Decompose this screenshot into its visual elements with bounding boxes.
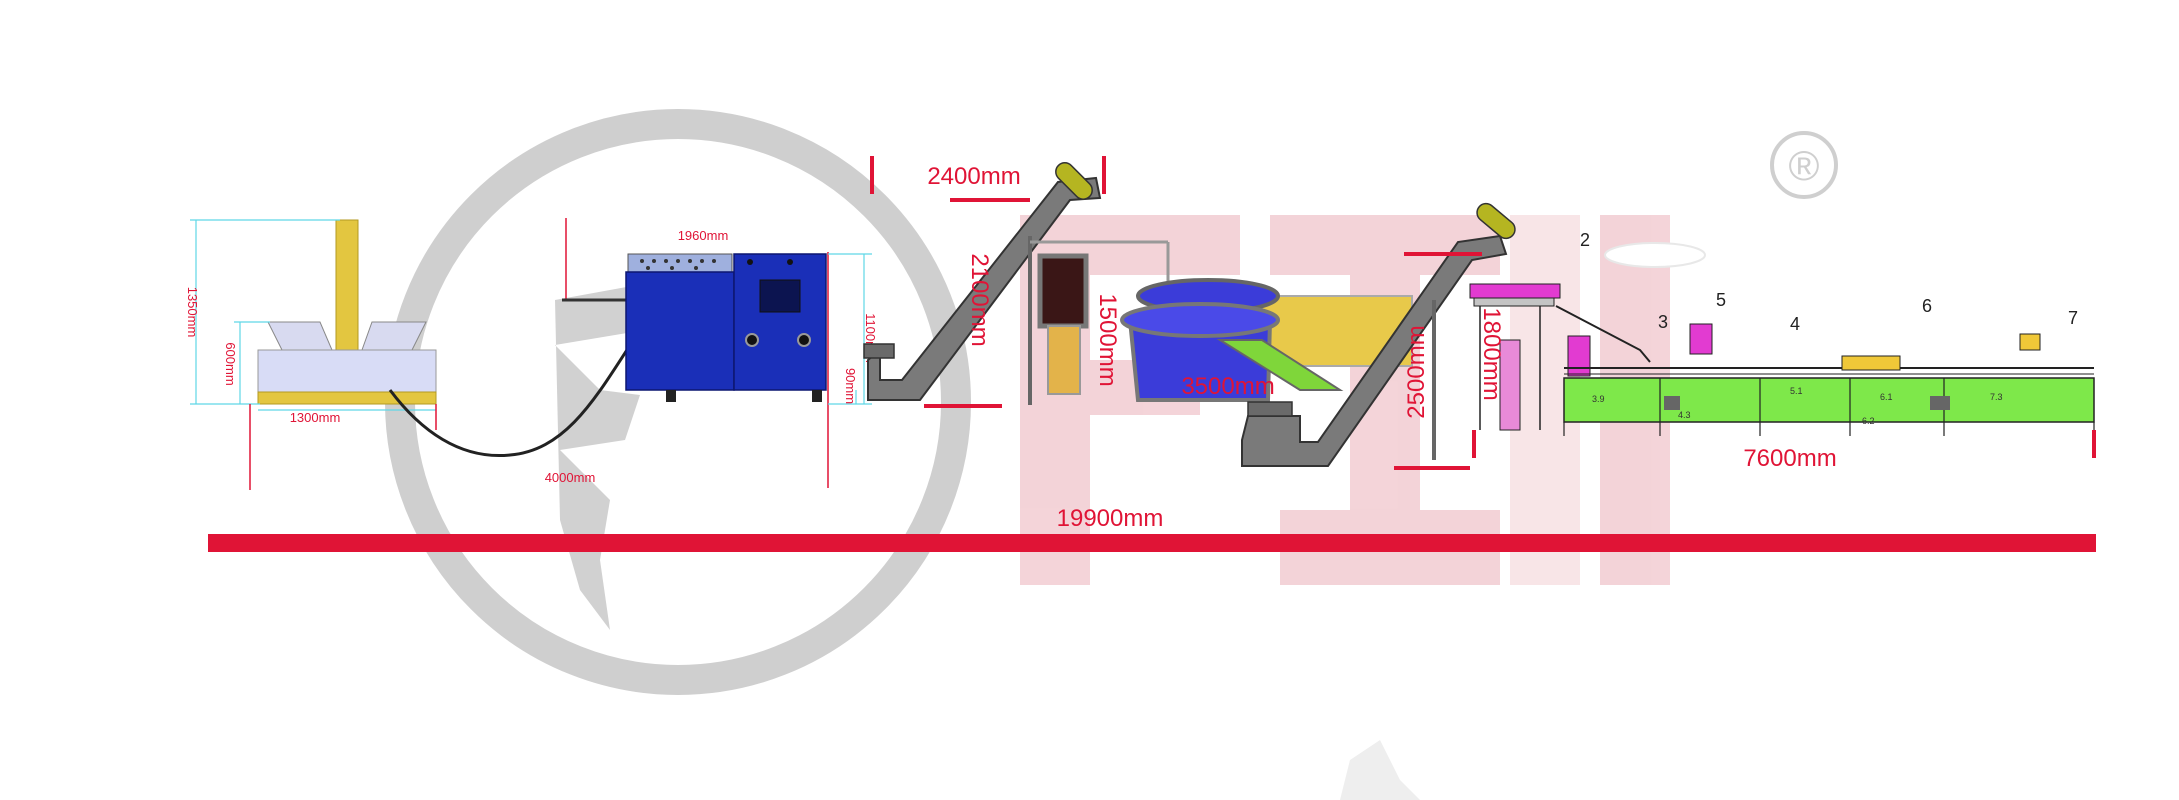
svg-text:3.9: 3.9 xyxy=(1592,394,1605,404)
svg-text:4.3: 4.3 xyxy=(1678,410,1691,420)
svg-text:6.2: 6.2 xyxy=(1862,416,1875,426)
furnace-door xyxy=(759,279,801,313)
dim-hose: 4000mm xyxy=(545,470,596,485)
callout-5: 5 xyxy=(1716,290,1726,310)
assembly-line: 3.9 4.3 5.1 6.1 7.3 6.2 2 3 4 5 6 7 1800mm 76… xyxy=(1469,230,2096,472)
conveyor-2: 2500mm xyxy=(1241,202,1516,470)
svg-text:5.1: 5.1 xyxy=(1790,386,1803,396)
assembly-line-frame xyxy=(1563,377,2095,423)
dim-line-length: 7600mm xyxy=(1743,445,1836,472)
total-length-bar xyxy=(208,534,2096,552)
callout-7: 7 xyxy=(2068,308,2078,328)
vibratory-bowl: 3500mm xyxy=(1120,278,1413,402)
dim-furnace-width: 1960mm xyxy=(678,228,729,243)
dim-tank-width: 1300mm xyxy=(290,410,341,425)
registered-circle xyxy=(1770,131,1838,199)
callout-6: 6 xyxy=(1922,296,1932,316)
conveyor-1-roller xyxy=(1055,162,1093,200)
watermark-circle xyxy=(385,109,971,695)
dim-conveyor1-height: 2100mm xyxy=(966,253,993,346)
dim-furnace-leg: 90mm xyxy=(843,368,858,404)
dim-tank-inner: 600mm xyxy=(223,342,238,385)
dim-bowl-width: 3500mm xyxy=(1181,373,1274,400)
watermark-blob-bottom xyxy=(1340,740,1420,800)
watermark-oval xyxy=(1604,242,1706,268)
dim-conveyor2-height: 2500mm xyxy=(1403,325,1430,418)
tank-mast xyxy=(335,219,359,351)
registered-mark: ® xyxy=(1789,142,1820,189)
svg-text:7.3: 7.3 xyxy=(1990,392,2003,402)
dim-total-length: 19900mm xyxy=(1057,505,1164,532)
conveyor-2-roller xyxy=(1476,202,1516,240)
callout-3: 3 xyxy=(1658,312,1668,332)
dim-stand-height: 1800mm xyxy=(1478,307,1505,400)
svg-text:6.1: 6.1 xyxy=(1880,392,1893,402)
callout-2: 2 xyxy=(1580,230,1590,250)
dim-hopper-height: 1500mm xyxy=(1094,293,1121,386)
furnace: 1960mm 1100mm 90mm xyxy=(562,218,878,488)
dim-conveyor1-width: 2400mm xyxy=(927,163,1020,190)
tank-assembly: 1350mm 600mm 1300mm xyxy=(185,219,437,490)
conveyor-1: 2400mm 2100mm xyxy=(863,156,1106,408)
furnace-body xyxy=(625,271,735,391)
callout-4: 4 xyxy=(1790,314,1800,334)
furnace-control-panel xyxy=(627,253,733,273)
tank-body xyxy=(257,349,437,393)
watermark-logo: ® xyxy=(385,109,1838,800)
furnace-chamber xyxy=(733,253,827,391)
tank-base xyxy=(257,391,437,405)
dim-tank-height: 1350mm xyxy=(185,287,200,338)
hopper: 1500mm xyxy=(1030,240,1170,395)
tank-hopper-left xyxy=(267,321,333,351)
